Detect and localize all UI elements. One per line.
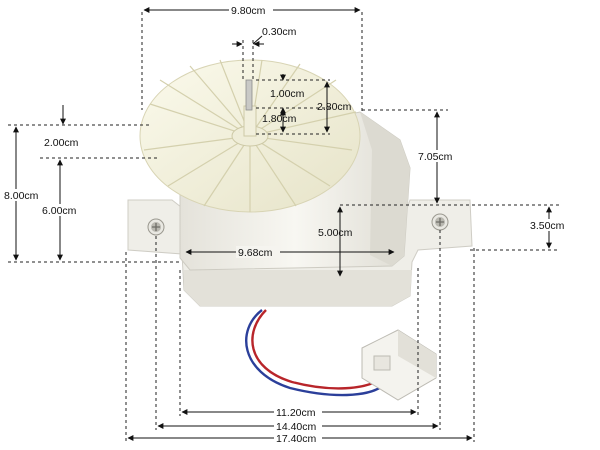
label-overall-width: 17.40cm: [276, 433, 317, 445]
lead-wires: [245, 309, 386, 397]
label-shaft-mid: 2.80cm: [317, 101, 352, 113]
right-screw: [431, 213, 449, 231]
fan-blade: [139, 59, 361, 213]
left-screw: [147, 218, 165, 236]
label-hole-spacing: 14.40cm: [276, 421, 317, 433]
label-shaft-low: 1.80cm: [262, 113, 297, 125]
label-flange-height: 3.50cm: [530, 220, 565, 232]
label-body-height: 5.00cm: [318, 227, 353, 239]
label-right-height: 7.05cm: [418, 151, 453, 163]
label-left-body-height: 6.00cm: [42, 205, 77, 217]
label-left-total-height: 8.00cm: [4, 190, 39, 202]
label-fan-offset: 2.00cm: [44, 137, 79, 149]
label-shaft-diameter: 0.30cm: [262, 26, 297, 38]
dimension-labels: 9.80cm 0.30cm 1.00cm 2.80cm 1.80cm 2.00c…: [2, 4, 572, 445]
label-shaft-top: 1.00cm: [270, 88, 305, 100]
motor-shaft: [245, 79, 253, 111]
label-body-width: 9.68cm: [238, 247, 273, 259]
wire-connector: [361, 329, 437, 401]
label-top-width: 9.80cm: [231, 5, 266, 17]
label-base-width: 11.20cm: [276, 407, 316, 419]
